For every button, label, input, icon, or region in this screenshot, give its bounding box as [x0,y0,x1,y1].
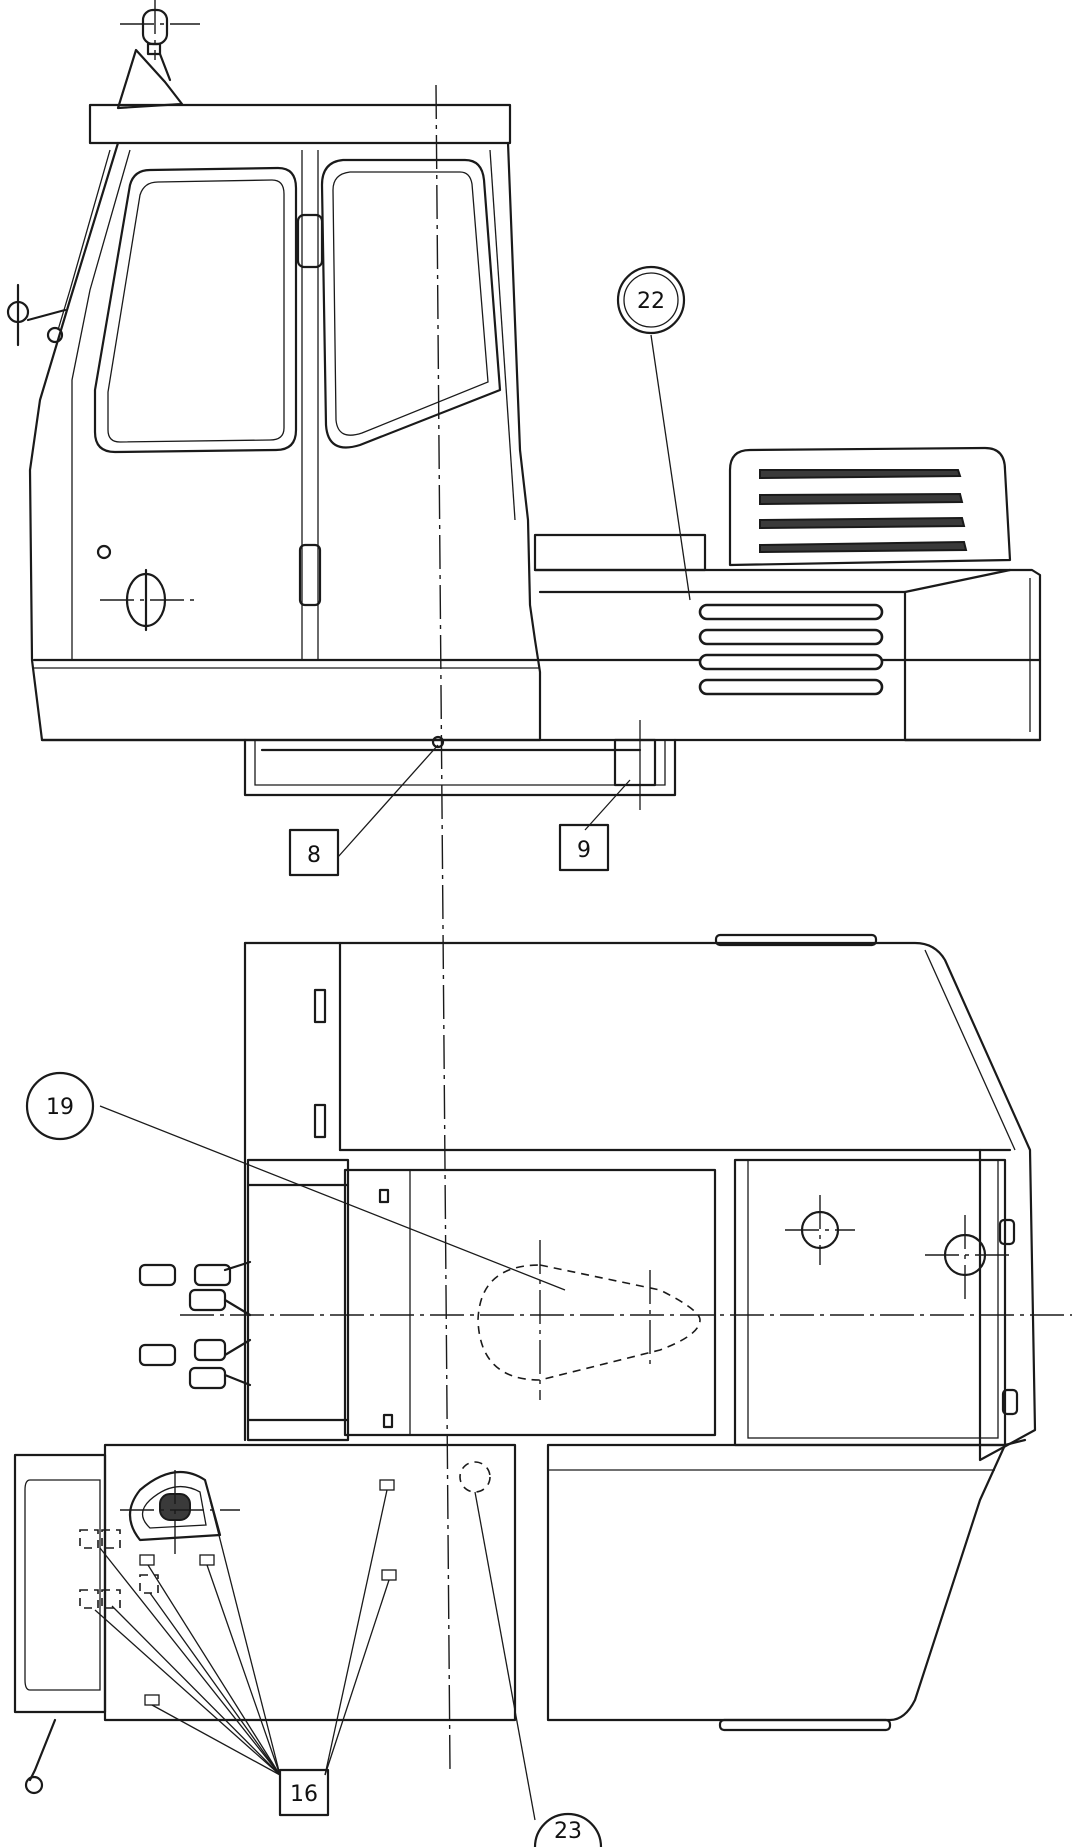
callout-19: 19 [25,1071,95,1141]
callout-22: 22 [616,265,686,335]
boom-pins [138,1260,252,1390]
hood [728,446,1012,567]
small-components [79,1479,397,1706]
mirror [6,283,67,347]
callout-9-label: 9 [577,838,591,863]
operator-seat [120,1470,240,1555]
callout-16: 16 [278,1768,330,1817]
cab-top [103,1443,517,1722]
top-view [13,933,1072,1795]
undercarriage [243,720,677,810]
side-view [6,0,1042,810]
cab-window-left [93,166,298,454]
cab-roof [88,103,512,145]
callout-8-label: 8 [307,843,321,868]
callout-9: 9 [558,823,610,872]
callout-16-label: 16 [290,1782,318,1807]
callout-8: 8 [288,828,340,877]
callout-16-leaders [94,1489,390,1776]
callout-23: 23 [533,1812,603,1847]
vertical-centerline [435,84,451,1771]
side-vents [698,603,884,696]
callout-22-label: 22 [637,289,665,314]
tank-plate [733,1158,1007,1447]
pivot-outline [477,1264,701,1381]
beacon-lamp [116,0,200,110]
callout-23-label: 23 [554,1819,582,1844]
cab-window-right [320,158,502,449]
callout-19-label: 19 [46,1095,74,1120]
rear-deck [243,941,1037,1462]
